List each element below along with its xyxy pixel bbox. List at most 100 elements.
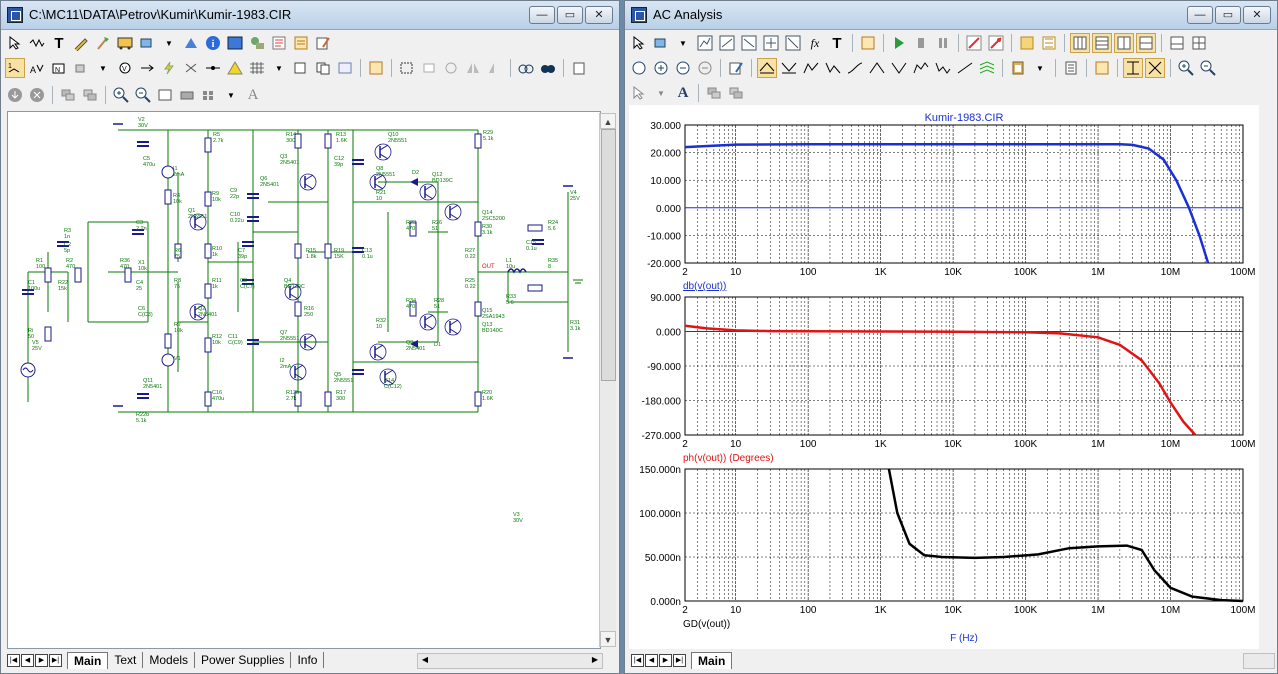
window-icon[interactable]	[291, 58, 311, 78]
stack-view-icon[interactable]	[1167, 33, 1187, 53]
stop-circle-icon[interactable]	[27, 85, 47, 105]
box-select-icon[interactable]	[397, 58, 417, 78]
function-icon[interactable]: fx	[810, 35, 820, 50]
mirror-icon[interactable]	[463, 58, 483, 78]
page-list-icon[interactable]	[569, 58, 589, 78]
graphics-icon[interactable]	[181, 33, 201, 53]
zoom-out-icon[interactable]	[1198, 58, 1218, 78]
dropdown-arrow-icon[interactable]: ▼	[227, 90, 235, 100]
prev-page-icon[interactable]: ◀	[645, 653, 658, 667]
schematic-tab-power-supplies[interactable]: Power Supplies	[195, 651, 292, 668]
dropdown-arrow-icon[interactable]: ▼	[99, 63, 107, 73]
select-arrow-icon[interactable]	[629, 33, 649, 53]
cascade-icon[interactable]	[704, 83, 724, 103]
zoom-circle-icon[interactable]	[629, 58, 649, 78]
grid-text-icon[interactable]	[269, 33, 289, 53]
dropdown-arrow-icon[interactable]: ▼	[275, 63, 283, 73]
scale-icon[interactable]	[695, 33, 715, 53]
minus-circle-icon[interactable]	[695, 58, 715, 78]
cursor-valley-icon[interactable]	[779, 58, 799, 78]
schematic-titlebar[interactable]: C:\MC11\DATA\Petrov\Kumir\Kumir-1983.CIR…	[1, 1, 619, 30]
schematic-horizontal-scrollbar[interactable]: ◀ ▶	[417, 653, 603, 669]
scroll-left-icon[interactable]: ◀	[421, 655, 429, 664]
power-icon[interactable]	[159, 58, 179, 78]
scroll-right-icon[interactable]: ▶	[591, 655, 599, 664]
print-icon[interactable]	[177, 85, 197, 105]
first-page-icon[interactable]: |◀	[7, 653, 20, 667]
rotate-icon[interactable]	[441, 58, 461, 78]
page-icon[interactable]	[291, 33, 311, 53]
quad-view-icon[interactable]	[1189, 33, 1209, 53]
find-icon[interactable]	[516, 58, 536, 78]
zoom-circle-minus-icon[interactable]	[673, 58, 693, 78]
analysis-tab-main[interactable]: Main	[691, 651, 733, 669]
cursor-inflection-icon[interactable]	[845, 58, 865, 78]
find-next-icon[interactable]	[538, 58, 558, 78]
edit-plot-icon[interactable]	[726, 58, 746, 78]
schematic-tab-info[interactable]: Info	[291, 651, 325, 668]
down-circle-icon[interactable]	[5, 85, 25, 105]
help-icon[interactable]	[225, 33, 245, 53]
dropdown-arrow-icon[interactable]: ▼	[657, 88, 665, 98]
data-points-icon[interactable]	[1123, 58, 1143, 78]
pin-connection-icon[interactable]	[203, 58, 223, 78]
edit-page-icon[interactable]	[313, 33, 333, 53]
cursor-high-icon[interactable]	[801, 58, 821, 78]
scale-y-icon[interactable]	[739, 33, 759, 53]
mirror-vertical-icon[interactable]	[485, 58, 505, 78]
font-icon[interactable]: A	[677, 84, 689, 101]
zoom-out-icon[interactable]	[133, 85, 153, 105]
tile-vertical-icon[interactable]	[1070, 33, 1090, 53]
font-icon[interactable]: A	[247, 86, 259, 103]
first-page-icon[interactable]: |◀	[631, 653, 644, 667]
tile-icon[interactable]	[80, 85, 100, 105]
numeric-output-icon[interactable]	[1061, 58, 1081, 78]
last-page-icon[interactable]: ▶|	[49, 653, 62, 667]
zoom-in-icon[interactable]	[1176, 58, 1196, 78]
select-arrow-icon[interactable]	[5, 33, 25, 53]
pen-icon[interactable]	[71, 33, 91, 53]
cursor-global-low-icon[interactable]	[889, 58, 909, 78]
properties-icon[interactable]	[1092, 58, 1112, 78]
tile-icon[interactable]	[726, 83, 746, 103]
schematic-tab-main[interactable]: Main	[67, 651, 109, 669]
maximize-button[interactable]: ▭	[1215, 6, 1241, 24]
tokens-icon[interactable]	[1145, 58, 1165, 78]
clipboard-icon[interactable]	[1008, 58, 1028, 78]
flip-icon[interactable]	[335, 58, 355, 78]
pause-icon[interactable]	[933, 33, 953, 53]
node-voltage-icon[interactable]: N	[49, 58, 69, 78]
toolbar-grid-icon[interactable]	[199, 85, 219, 105]
grid-icon[interactable]	[247, 58, 267, 78]
attribute-text-icon[interactable]: A	[27, 58, 47, 78]
schematic-tab-text[interactable]: Text	[108, 651, 144, 668]
last-page-icon[interactable]: ▶|	[673, 653, 686, 667]
schematic-vertical-scrollbar[interactable]: ▲ ▼	[599, 113, 616, 647]
step-icon[interactable]	[911, 33, 931, 53]
scroll-thumb[interactable]	[601, 129, 616, 381]
info-icon[interactable]: i	[203, 33, 223, 53]
text-tool-icon[interactable]: T	[54, 34, 64, 52]
zoom-circle-plus-icon[interactable]	[651, 58, 671, 78]
next-page-icon[interactable]: ▶	[659, 653, 672, 667]
cursor-bottom-icon[interactable]	[933, 58, 953, 78]
pin-icon[interactable]	[71, 58, 91, 78]
scale-x-icon[interactable]	[717, 33, 737, 53]
warning-icon[interactable]	[225, 58, 245, 78]
column-view-icon[interactable]	[1114, 33, 1134, 53]
attribute-icon[interactable]	[247, 33, 267, 53]
valley-icon[interactable]	[1039, 33, 1059, 53]
cursor-top-icon[interactable]	[911, 58, 931, 78]
maximize-button[interactable]: ▭	[557, 6, 583, 24]
cascade-icon[interactable]	[58, 85, 78, 105]
condition-icon[interactable]	[181, 58, 201, 78]
wire-icon[interactable]	[27, 33, 47, 53]
component-icon[interactable]	[137, 33, 157, 53]
text-tool-icon[interactable]: T	[832, 34, 842, 52]
close-button[interactable]: ✕	[585, 6, 613, 24]
properties-icon[interactable]	[858, 33, 878, 53]
bus-icon[interactable]	[115, 33, 135, 53]
scale-xy-icon[interactable]	[761, 33, 781, 53]
cursor-peak-icon[interactable]	[757, 58, 777, 78]
